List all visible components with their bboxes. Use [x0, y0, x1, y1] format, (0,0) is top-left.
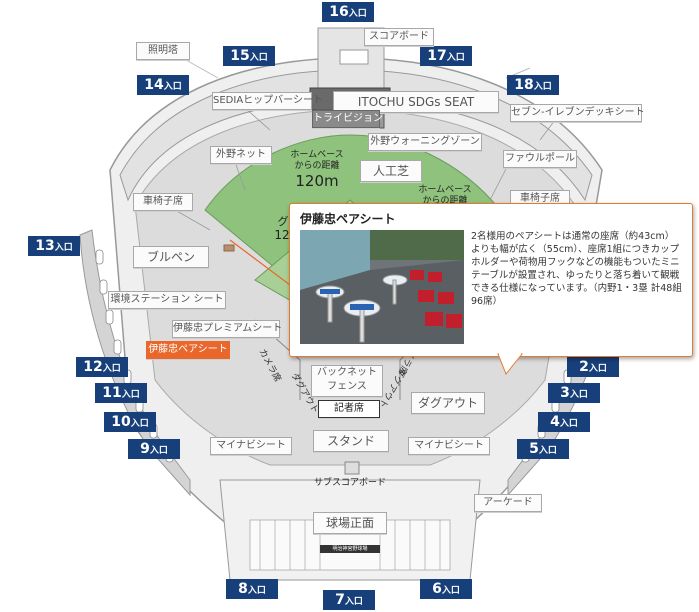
home-distance-value: 120m	[295, 172, 339, 190]
pair-seat-photo	[300, 230, 464, 344]
gate-18[interactable]: 18入口	[507, 75, 559, 95]
label-trivision: トライビジョン	[312, 110, 383, 128]
label-foul-pole: ファウルポール	[503, 150, 577, 168]
popup-description: 2名様用のペアシートは通常の座席（約43cm）よりも幅が広く（55cm）、座席1…	[471, 231, 682, 307]
field-text-partial-number: 12	[274, 228, 290, 242]
label-press-box: 記者席	[318, 400, 380, 418]
gate-7[interactable]: 7入口	[323, 590, 375, 610]
label-stand: スタンド	[313, 430, 389, 452]
gate-9[interactable]: 9入口	[128, 439, 180, 459]
label-outfield-net: 外野ネット	[210, 146, 272, 164]
gate-3[interactable]: 3入口	[548, 383, 600, 403]
gate-4[interactable]: 4入口	[538, 412, 590, 432]
label-light-tower: 照明塔	[136, 42, 190, 60]
gate-10[interactable]: 10入口	[104, 412, 156, 432]
label-seven-eleven-deck-seat[interactable]: セブン-イレブンデッキシート	[510, 104, 645, 122]
label-artificial-turf: 人工芝	[360, 160, 422, 182]
gate-13[interactable]: 13入口	[28, 236, 80, 256]
home-distance-label: ホームベース からの距離	[290, 150, 344, 171]
label-itochu-premium-seat[interactable]: 伊藤忠プレミアムシート	[172, 320, 282, 338]
gate-2[interactable]: 2入口	[567, 357, 619, 377]
label-itochu-sdgs-seat[interactable]: ITOCHU SDGs SEAT	[333, 91, 499, 113]
label-wheelchair-seat-left[interactable]: 車椅子席	[133, 193, 193, 211]
gate-11[interactable]: 11入口	[95, 383, 147, 403]
label-sub-scoreboard: サブスコアボード	[313, 478, 386, 488]
label-dugout: ダグアウト	[411, 392, 485, 414]
label-bullpen: ブルペン	[133, 246, 209, 268]
label-sedia-hip-bar-seat[interactable]: SEDIAヒップバーシート	[212, 92, 323, 110]
popup-pointer	[497, 353, 524, 375]
gate-12[interactable]: 12入口	[76, 357, 128, 377]
label-mynavi-seat-left[interactable]: マイナビシート	[210, 437, 292, 455]
seat-info-popup[interactable]: 伊藤忠ペアシート	[289, 203, 693, 357]
label-stadium-front: 球場正面	[313, 512, 387, 534]
gate-8[interactable]: 8入口	[226, 579, 278, 599]
gate-15[interactable]: 15入口	[223, 46, 275, 66]
label-itochu-pair-seat[interactable]: 伊藤忠ペアシート	[146, 341, 230, 359]
popup-title: 伊藤忠ペアシート	[300, 212, 396, 226]
label-arcade: アーケード	[474, 494, 542, 512]
gate-5[interactable]: 5入口	[517, 439, 569, 459]
label-outfield-warning-zone: 外野ウォーニングゾーン	[368, 133, 482, 151]
home-distance-label-right: ホームベース からの距離	[418, 185, 472, 206]
gate-6[interactable]: 6入口	[420, 579, 472, 599]
label-backnet-fence: バックネット フェンス	[311, 365, 383, 397]
gate-17[interactable]: 17入口	[420, 46, 472, 66]
building-sign: 明治神宮野球場	[320, 545, 380, 553]
label-mynavi-seat-right[interactable]: マイナビシート	[408, 437, 490, 455]
label-environment-station-seat[interactable]: 環境ステーション シート	[108, 291, 226, 309]
gate-14[interactable]: 14入口	[137, 75, 189, 95]
field-text-partial: グ	[277, 215, 289, 228]
label-scoreboard: スコアボード	[364, 28, 434, 46]
gate-16[interactable]: 16入口	[322, 2, 374, 22]
